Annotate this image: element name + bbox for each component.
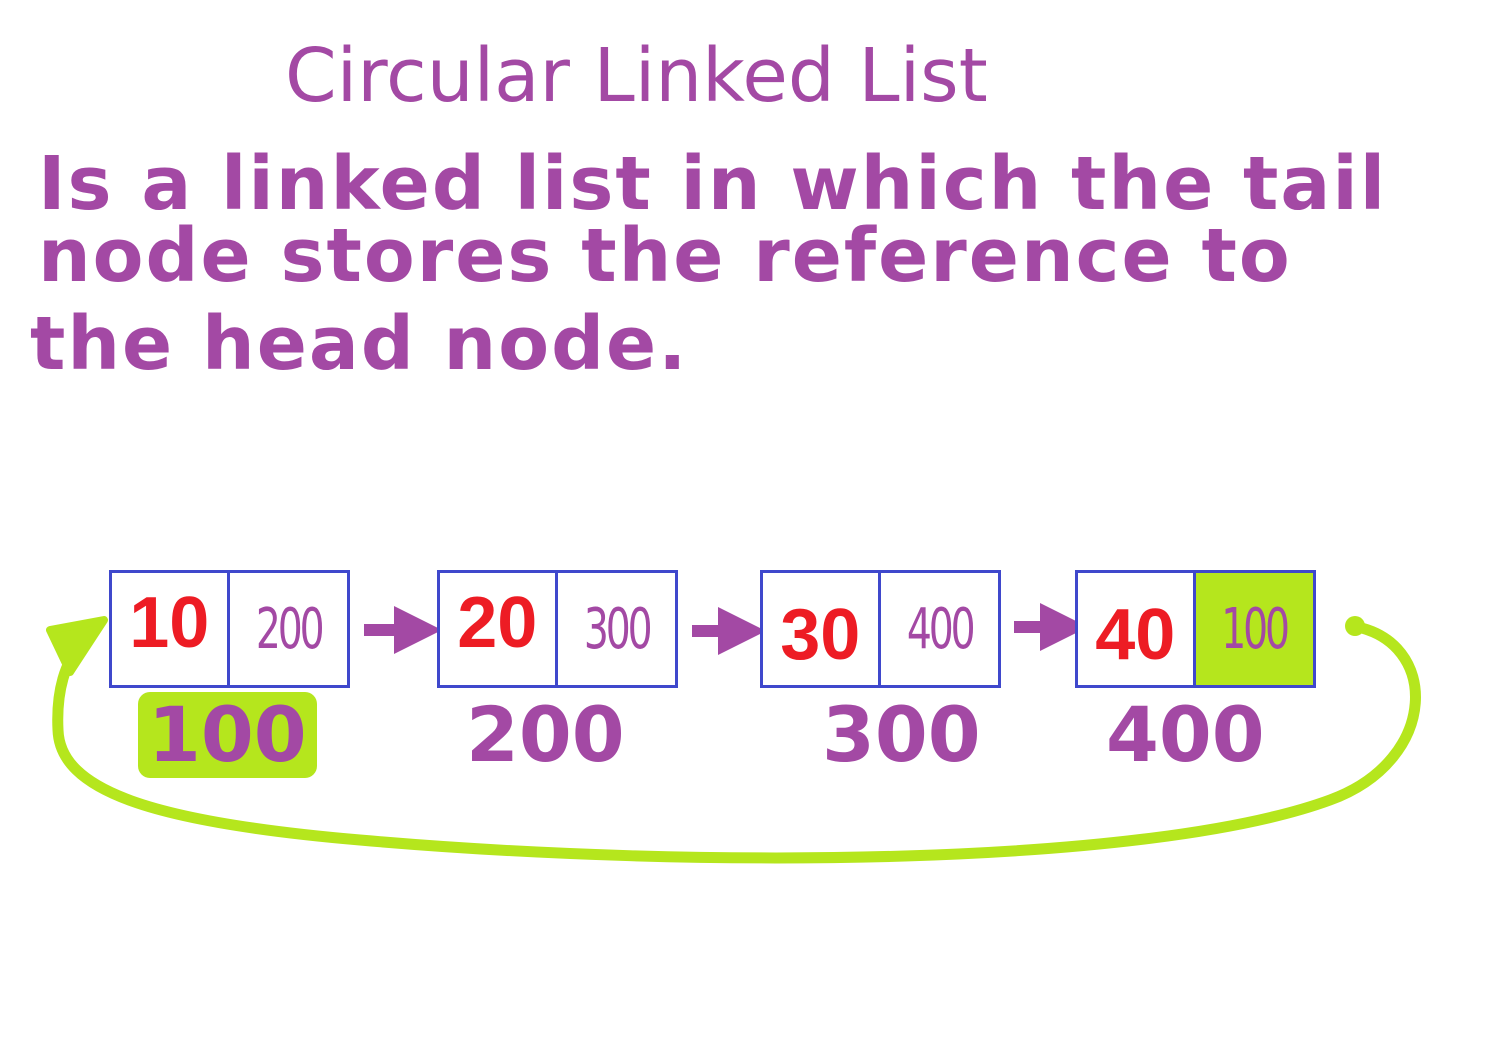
description-line-3: the head node.: [30, 301, 689, 387]
node-address-2: 200: [466, 690, 625, 779]
return-arrow-tail-dot: [1345, 616, 1365, 636]
head-node-address-highlighted: 100: [138, 692, 317, 778]
node-data-cell: 10: [112, 573, 230, 685]
list-node-2: 20 300: [437, 570, 678, 688]
node-address-3: 300: [822, 690, 981, 779]
node-address-4: 400: [1106, 690, 1265, 779]
description-line-2: node stores the reference to: [38, 213, 1292, 299]
node-next-pointer-cell: 300: [583, 596, 652, 662]
description-line-1: Is a linked list in which the tail: [38, 141, 1388, 227]
list-node-3: 30 400: [760, 570, 1001, 688]
list-node-1: 10 200: [109, 570, 350, 688]
node-next-pointer-cell: 400: [906, 596, 975, 662]
list-node-4-tail: 40 100: [1075, 570, 1316, 688]
node-data-cell: 20: [440, 573, 558, 685]
return-arrow-curve: [52, 620, 1421, 864]
tail-next-pointer-value: 100: [1221, 596, 1290, 662]
diagram-title: Circular Linked List: [285, 33, 988, 119]
node-data-cell: 40: [1078, 573, 1196, 685]
tail-next-pointer-cell-highlighted: 100: [1195, 573, 1313, 685]
node-next-pointer-cell: 200: [255, 596, 324, 662]
return-arrow-head: [46, 616, 108, 676]
node-data-cell: 30: [763, 573, 881, 685]
